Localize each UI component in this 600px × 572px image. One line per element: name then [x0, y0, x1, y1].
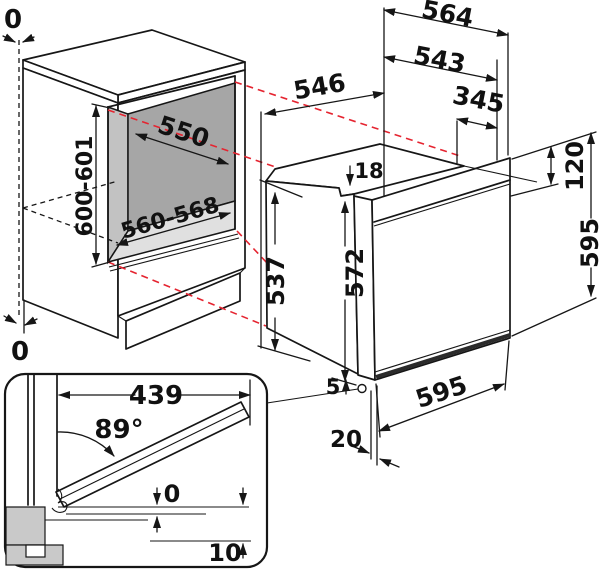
- cabinet: [18, 29, 246, 350]
- dim-20-label: 20: [330, 427, 362, 453]
- door-hinge: [51, 488, 68, 513]
- dim-5-label: 5: [326, 375, 341, 399]
- dim-564-label: 564: [419, 0, 476, 33]
- dim-89-label: 89°: [94, 415, 143, 445]
- detail-leader-line: [266, 388, 359, 404]
- cabinet-section-notch: [25, 544, 46, 558]
- dim-0-clearance-label: 0: [164, 480, 181, 508]
- dim-niche-height-label: 600-601: [73, 136, 98, 237]
- dim-oven-width-body: 543: [383, 40, 498, 82]
- cabinet-side-panel: [22, 67, 119, 339]
- dim-niche-height: 600-601: [73, 103, 111, 268]
- dim-gap-bottom-label: 0: [11, 337, 29, 367]
- dim-front-height: 572: [331, 201, 369, 386]
- oven-front-face: [371, 157, 511, 381]
- dim-595-right-label: 595: [576, 218, 600, 268]
- dim-546-label: 546: [291, 68, 347, 106]
- dim-543-label: 543: [411, 40, 468, 78]
- oven-side-panel: [265, 180, 359, 375]
- dim-gap-top: 0: [2, 5, 35, 43]
- dim-439-label: 439: [129, 381, 183, 411]
- detail-reference-point: [357, 383, 367, 394]
- dim-10-label: 10: [208, 539, 241, 567]
- door-detail-inset: 439 89° 0 10: [3, 372, 269, 569]
- dim-oven-width-total: 564: [383, 0, 509, 37]
- dim-bottom-gap: 5: [326, 375, 350, 399]
- dim-537-label: 537: [262, 256, 290, 306]
- dim-bottom-offset: 20: [330, 385, 400, 468]
- dim-345: 345: [450, 80, 507, 130]
- dim-572-label: 572: [341, 248, 369, 298]
- dim-top-recess: 18: [346, 159, 384, 186]
- dim-oven-depth: 546: [264, 68, 385, 117]
- dim-panel-height: 120: [510, 131, 597, 197]
- cabinet-section-gray: [5, 506, 46, 546]
- dim-side-depth: 537: [257, 179, 311, 362]
- door-bottom-edge: [375, 333, 511, 379]
- dim-gap-top-label: 0: [4, 5, 22, 35]
- control-panel-divider: [373, 179, 511, 223]
- dim-345-label: 345: [450, 80, 507, 118]
- oven: [265, 143, 538, 394]
- cabinet-plinth: [125, 272, 241, 350]
- door-angle-arc: [57, 431, 115, 457]
- dim-oven-height-right: 595: [511, 132, 600, 337]
- dim-120-label: 120: [561, 141, 589, 191]
- dim-gap-bottom: 0: [3, 299, 38, 367]
- dim-18-label: 18: [354, 159, 383, 183]
